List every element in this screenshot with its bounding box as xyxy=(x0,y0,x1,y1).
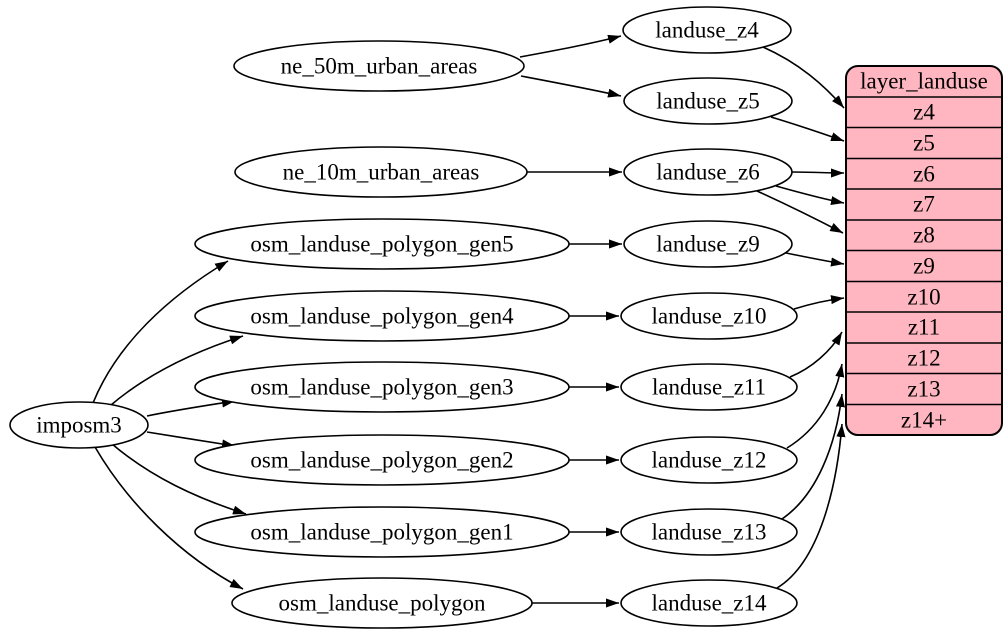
edge-landuse_z12-row-z12 xyxy=(786,363,845,449)
layer_landuse-row-z13: z13 xyxy=(907,377,940,402)
landuse_z13-ellipse xyxy=(620,508,798,556)
landuse_z14-label: landuse_z14 xyxy=(652,591,767,616)
landuse_z9-ellipse xyxy=(623,220,793,268)
layer_landuse-row-z4: z4 xyxy=(913,100,935,125)
landuse_z11-ellipse xyxy=(620,363,798,411)
landuse_z12-ellipse xyxy=(620,436,798,484)
node-landuse_z5: landuse_z5 xyxy=(623,77,793,125)
node-osm_landuse_polygon_gen3: osm_landuse_polygon_gen3 xyxy=(194,361,570,413)
landuse_z11-label: landuse_z11 xyxy=(652,375,766,400)
landuse_z6-ellipse xyxy=(623,148,793,196)
layer_landuse-row-z10: z10 xyxy=(907,285,940,310)
edge-landuse_z9-row-z9 xyxy=(785,252,845,267)
edge-imposm3-osm_landuse_polygon_gen3 xyxy=(146,398,236,417)
layer_landuse-row-z14plus: z14+ xyxy=(901,408,947,433)
imposm3-ellipse xyxy=(9,401,149,449)
osm_landuse_polygon_gen3-ellipse xyxy=(194,361,570,413)
edge-landuse_z5-row-z5 xyxy=(770,116,845,142)
osm_landuse_polygon_gen2-label: osm_landuse_polygon_gen2 xyxy=(250,448,513,473)
edge-imposm3-osm_landuse_polygon_gen2 xyxy=(146,431,236,449)
table-layer_landuse: layer_landuse z4 z5 z6 z7 z8 z9 z10 z11 … xyxy=(845,65,1003,436)
edge-imposm3-osm_landuse_polygon_gen5 xyxy=(92,260,229,404)
landuse_z6-label: landuse_z6 xyxy=(656,160,759,185)
osm_landuse_polygon_gen2-ellipse xyxy=(194,434,570,486)
node-osm_landuse_polygon_gen1: osm_landuse_polygon_gen1 xyxy=(194,506,570,558)
osm_landuse_polygon_gen4-ellipse xyxy=(194,290,570,342)
node-ne_10m_urban_areas: ne_10m_urban_areas xyxy=(234,146,528,198)
node-layer: imposm3 ne_50m_urban_areas ne_10m_urban_… xyxy=(9,6,798,629)
node-landuse_z10: landuse_z10 xyxy=(620,292,798,340)
node-landuse_z14: landuse_z14 xyxy=(620,579,798,627)
ne_50m_urban_areas-label: ne_50m_urban_areas xyxy=(281,54,478,79)
node-osm_landuse_polygon_gen4: osm_landuse_polygon_gen4 xyxy=(194,290,570,342)
node-landuse_z4: landuse_z4 xyxy=(622,6,792,54)
edge-landuse_z14-row-z14plus xyxy=(776,423,846,589)
edge-imposm3-osm_landuse_polygon_gen4 xyxy=(110,335,244,406)
imposm3-label: imposm3 xyxy=(36,413,122,438)
layer_landuse-row-z7: z7 xyxy=(913,192,935,217)
layer_landuse-row-z5: z5 xyxy=(913,131,935,156)
layer_landuse-row-z8: z8 xyxy=(913,223,935,248)
landuse_z10-label: landuse_z10 xyxy=(652,304,767,329)
edge-ne_50m_urban_areas-landuse_z4 xyxy=(519,34,622,58)
landuse_z12-label: landuse_z12 xyxy=(652,448,767,473)
edge-landuse_z6-row-z8 xyxy=(756,190,844,234)
osm_landuse_polygon_gen1-ellipse xyxy=(194,506,570,558)
node-landuse_z13: landuse_z13 xyxy=(620,508,798,556)
landuse_z5-label: landuse_z5 xyxy=(656,89,759,114)
layer_landuse-row-z12: z12 xyxy=(907,346,940,371)
landuse_z4-ellipse xyxy=(622,6,792,54)
osm_landuse_polygon_gen3-label: osm_landuse_polygon_gen3 xyxy=(250,375,513,400)
edge-landuse_z10-row-z10 xyxy=(793,295,845,310)
landuse_z10-ellipse xyxy=(620,292,798,340)
landuse_z4-label: landuse_z4 xyxy=(655,18,759,43)
ne_50m_urban_areas-ellipse xyxy=(233,40,525,92)
edge-landuse_z11-row-z11 xyxy=(789,331,843,378)
layer_landuse-row-z11: z11 xyxy=(908,315,940,340)
edge-landuse_z13-row-z13 xyxy=(781,393,845,520)
edge-imposm3-osm_landuse_polygon xyxy=(94,446,244,590)
osm_landuse_polygon-ellipse xyxy=(231,577,533,629)
edge-layer xyxy=(92,34,846,608)
osm_landuse_polygon_gen1-label: osm_landuse_polygon_gen1 xyxy=(250,520,513,545)
node-landuse_z9: landuse_z9 xyxy=(623,220,793,268)
node-osm_landuse_polygon_gen5: osm_landuse_polygon_gen5 xyxy=(194,218,570,270)
node-ne_50m_urban_areas: ne_50m_urban_areas xyxy=(233,40,525,92)
node-landuse_z11: landuse_z11 xyxy=(620,363,798,411)
edge-landuse_z6-row-z6 xyxy=(791,168,845,178)
landuse_z9-label: landuse_z9 xyxy=(656,232,759,257)
edge-landuse_z6-row-z7 xyxy=(775,185,845,206)
osm_landuse_polygon_gen5-label: osm_landuse_polygon_gen5 xyxy=(250,232,513,257)
layer_landuse-row-z6: z6 xyxy=(913,162,935,187)
osm_landuse_polygon_gen4-label: osm_landuse_polygon_gen4 xyxy=(250,304,514,329)
node-imposm3: imposm3 xyxy=(9,401,149,449)
ne_10m_urban_areas-label: ne_10m_urban_areas xyxy=(283,160,480,185)
edge-ne_50m_urban_areas-landuse_z5 xyxy=(520,75,622,98)
landuse_z13-label: landuse_z13 xyxy=(652,520,767,545)
ne_10m_urban_areas-ellipse xyxy=(234,146,528,198)
edge-imposm3-osm_landuse_polygon_gen1 xyxy=(111,443,247,515)
edge-landuse_z4-row-z4 xyxy=(762,46,845,109)
osm_landuse_polygon_gen5-ellipse xyxy=(194,218,570,270)
osm_landuse_polygon-label: osm_landuse_polygon xyxy=(279,591,486,616)
node-landuse_z6: landuse_z6 xyxy=(623,148,793,196)
layer_landuse-row-z9: z9 xyxy=(913,254,935,279)
landuse_z5-ellipse xyxy=(623,77,793,125)
node-osm_landuse_polygon: osm_landuse_polygon xyxy=(231,577,533,629)
node-landuse_z12: landuse_z12 xyxy=(620,436,798,484)
landuse_z14-ellipse xyxy=(620,579,798,627)
node-osm_landuse_polygon_gen2: osm_landuse_polygon_gen2 xyxy=(194,434,570,486)
layer_landuse-title: layer_landuse xyxy=(860,69,988,94)
